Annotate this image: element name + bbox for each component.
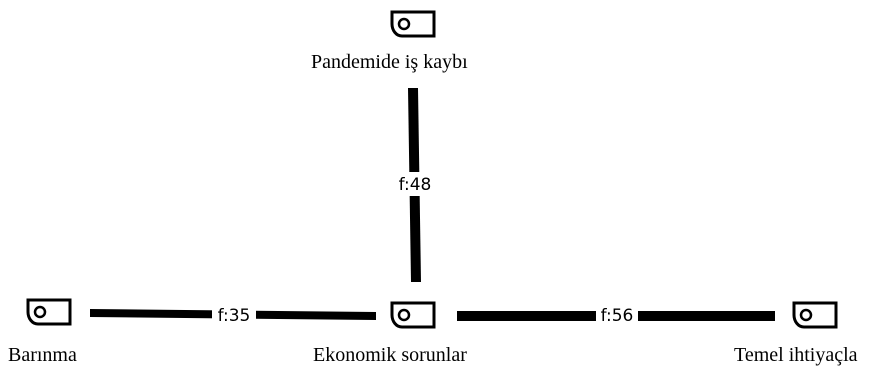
node-label-ekonomik: Ekonomik sorunlar bbox=[313, 344, 467, 366]
edge-label-barinma-ekonomik: f:35 bbox=[218, 306, 251, 326]
edge-ekonomik-temel: f:56 bbox=[457, 304, 775, 326]
code-node-icon bbox=[390, 301, 436, 329]
code-node-icon bbox=[26, 298, 72, 326]
code-node-icon bbox=[792, 301, 838, 329]
edge-pandemide-ekonomik: f:48 bbox=[395, 88, 437, 282]
node-label-pandemide: Pandemide iş kaybı bbox=[311, 51, 468, 73]
node-label-temel: Temel ihtiyaçla bbox=[734, 344, 858, 366]
edge-label-pandemide-ekonomik: f:48 bbox=[399, 175, 432, 195]
edge-barinma-ekonomik: f:35 bbox=[90, 304, 376, 326]
code-node-icon bbox=[390, 10, 436, 38]
node-label-barinma: Barınma bbox=[8, 344, 77, 366]
edge-label-ekonomik-temel: f:56 bbox=[601, 306, 634, 326]
